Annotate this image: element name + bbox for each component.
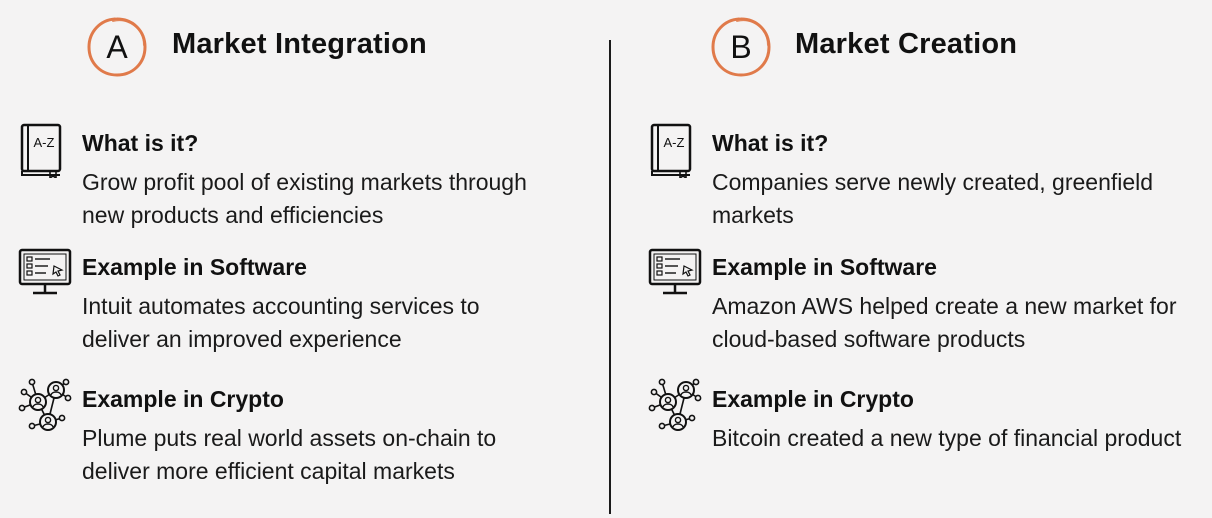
section-heading: Example in Software xyxy=(82,254,307,280)
badge-letter: A xyxy=(106,29,128,65)
section-body: Amazon AWS helped create a new market fo… xyxy=(712,293,1177,352)
badge-a: A xyxy=(86,16,148,78)
network-people-icon xyxy=(18,378,72,431)
computer-monitor-icon xyxy=(18,248,72,295)
dictionary-icon-label: A-Z xyxy=(664,135,685,150)
column-divider xyxy=(609,40,611,514)
section-body: Grow profit pool of existing markets thr… xyxy=(82,169,527,228)
column-market-integration: A Market Integration A-Z What is it? Gro… xyxy=(0,0,580,518)
section-heading: Example in Software xyxy=(712,254,937,280)
section-heading: What is it? xyxy=(82,130,199,156)
section-heading: Example in Crypto xyxy=(82,386,284,412)
badge-circle-icon xyxy=(87,17,147,77)
computer-monitor-icon xyxy=(648,248,702,295)
section-body: Companies serve newly created, greenfiel… xyxy=(712,169,1154,228)
section-heading: Example in Crypto xyxy=(712,386,914,412)
section-body: Plume puts real world assets on-chain to… xyxy=(82,425,497,484)
column-title: Market Integration xyxy=(172,28,427,60)
section-heading: What is it? xyxy=(712,130,829,156)
badge-b: B xyxy=(710,16,772,78)
dictionary-icon-label: A-Z xyxy=(34,135,55,150)
section-body: Bitcoin created a new type of financial … xyxy=(712,425,1182,451)
dictionary-icon: A-Z xyxy=(650,123,692,178)
column-title: Market Creation xyxy=(795,28,1018,60)
badge-circle-icon xyxy=(711,17,771,77)
badge-letter: B xyxy=(730,29,752,65)
dictionary-icon: A-Z xyxy=(20,123,62,178)
network-people-icon xyxy=(648,378,702,431)
column-market-creation: B Market Creation A-Z What is it? Compan… xyxy=(630,0,1210,518)
section-body: Intuit automates accounting services to … xyxy=(82,293,480,352)
